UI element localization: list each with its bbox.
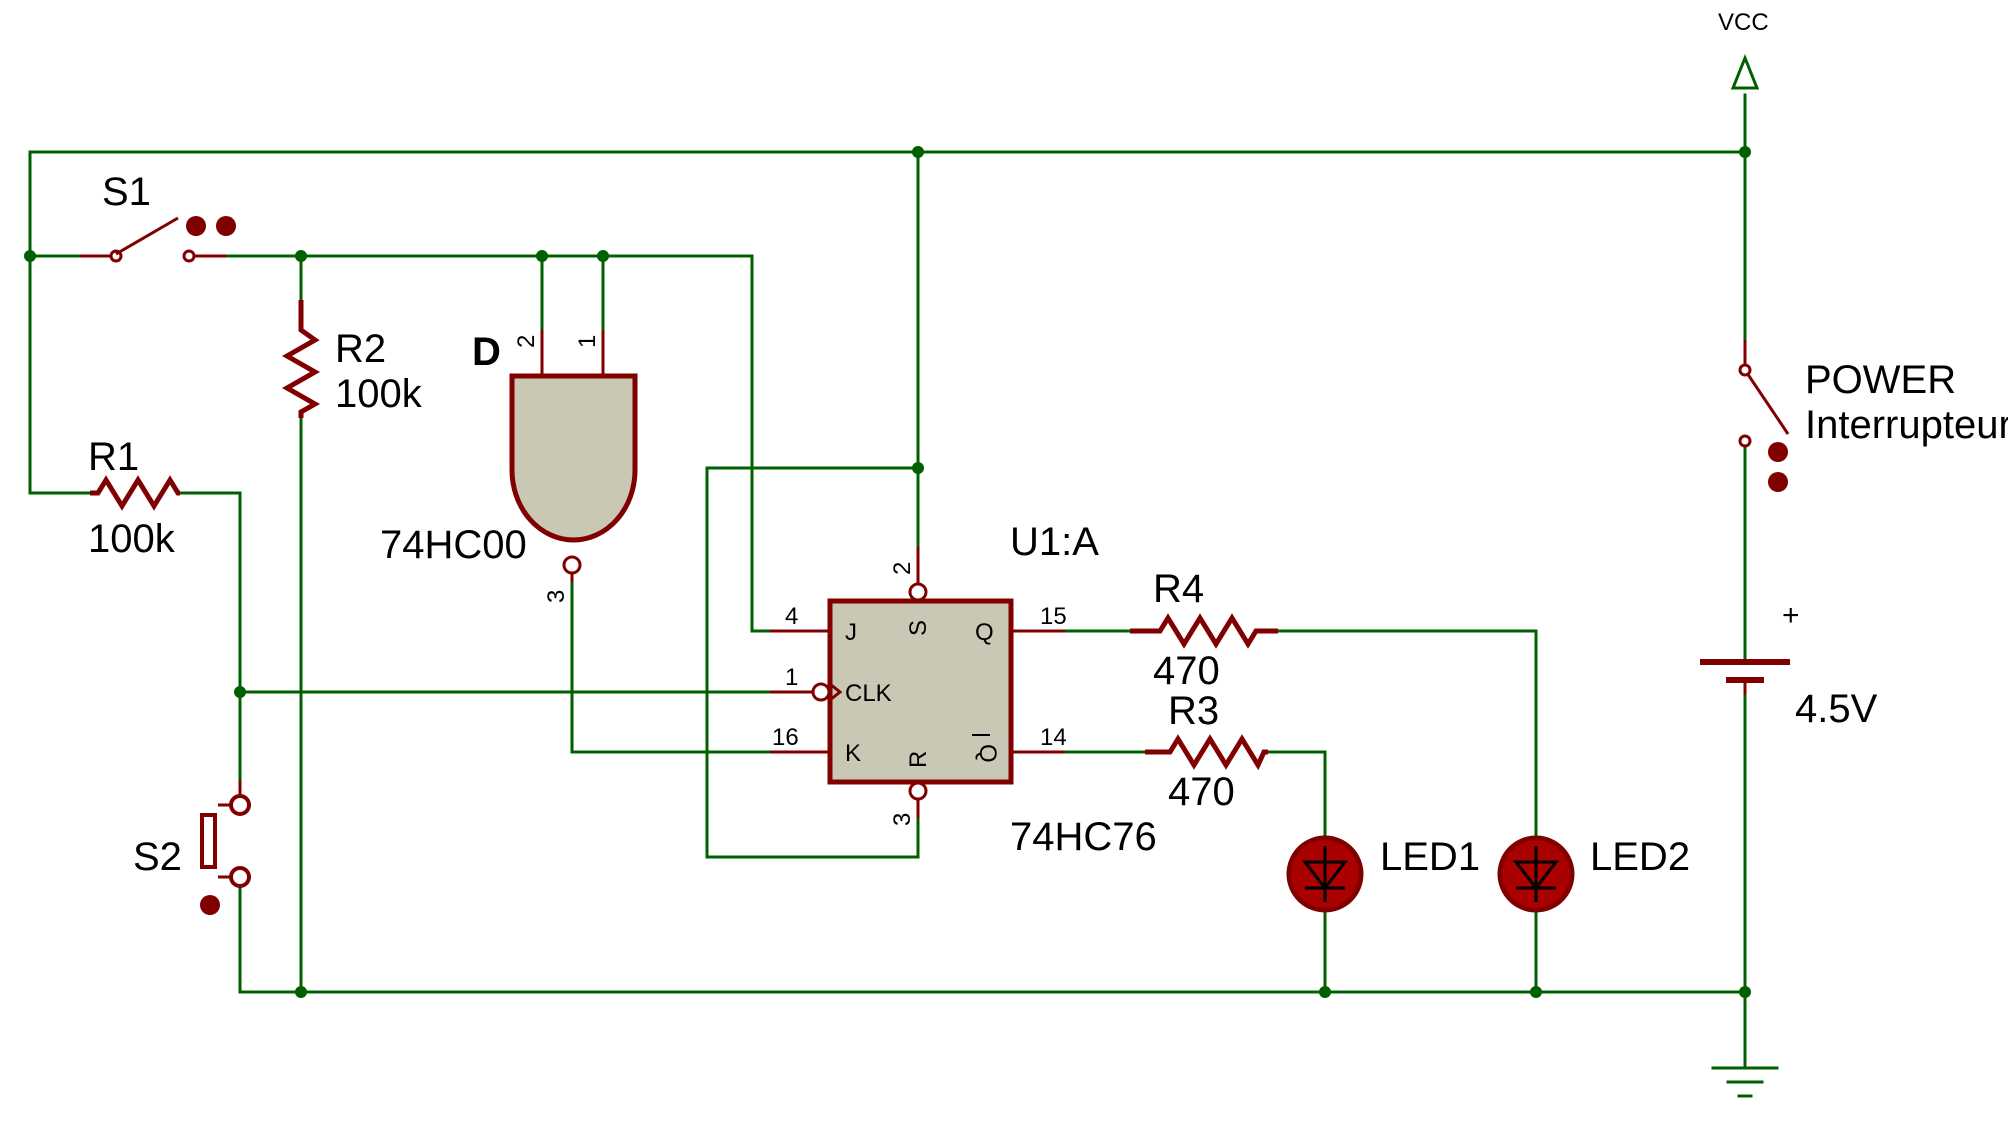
- resistor-r3: R3 470: [1145, 689, 1268, 814]
- battery-value: 4.5V: [1795, 687, 1878, 731]
- actuator-button-icon: [200, 895, 220, 915]
- power-label: POWER: [1805, 358, 1956, 402]
- switch-contact-icon: [182, 249, 196, 263]
- wire-left-rail: [28, 150, 92, 495]
- switch-lever-icon: [115, 216, 179, 256]
- ff-pin-r: R: [905, 751, 932, 768]
- resistor-r4: R4 470: [1130, 567, 1278, 693]
- ground-symbol: [1711, 1066, 1779, 1098]
- clk-triangle-icon: [829, 682, 843, 702]
- gate-pin-2: 2: [513, 335, 540, 348]
- resistor-zigzag-icon: [90, 475, 181, 511]
- resistor-zigzag-icon: [281, 300, 321, 418]
- ff-pinnum-r: 3: [889, 813, 916, 826]
- junctions: [24, 146, 1751, 998]
- junction-dot: [912, 462, 924, 474]
- wire-r1-to-s2: [178, 491, 242, 782]
- actuator-button-icon: [1768, 442, 1788, 462]
- vcc-terminal: VCC: [1718, 9, 1769, 90]
- vcc-arrow-icon: [1730, 53, 1760, 90]
- switch-contact-icon: [1738, 363, 1752, 377]
- power-sublabel: Interrupteur: [1805, 403, 2008, 447]
- wire-r3-to-led1: [1266, 750, 1327, 838]
- junction-dot: [536, 250, 548, 262]
- ff-pin-k: K: [845, 740, 861, 767]
- ff-part: 74HC76: [1010, 815, 1157, 859]
- switch-s1: S1: [80, 170, 236, 263]
- gate-pin-3: 3: [543, 590, 570, 603]
- jk-flipflop: J CLK K S R Q Q 4 1 16 2 3 15 14 U1:A 74…: [770, 520, 1157, 859]
- led2: LED2: [1497, 835, 1690, 913]
- switch-contact-icon: [1738, 434, 1752, 448]
- junction-dot: [1739, 986, 1751, 998]
- ff-pin-clk: CLK: [845, 680, 892, 707]
- ff-pin-qbar: Q: [974, 744, 1001, 763]
- nand-gate: 2 1 3 D 74HC00: [380, 330, 638, 603]
- junction-dot: [1530, 986, 1542, 998]
- r1-value: 100k: [88, 517, 176, 561]
- resistor-zigzag-icon: [1145, 734, 1268, 771]
- set-inversion-bubble-icon: [908, 582, 928, 602]
- junction-dot: [1319, 986, 1331, 998]
- clk-inversion-bubble-icon: [811, 682, 831, 702]
- battery: + 4.5V: [1700, 599, 1878, 731]
- r3-value: 470: [1168, 770, 1235, 814]
- junction-dot: [234, 686, 246, 698]
- vcc-label: VCC: [1718, 9, 1769, 36]
- s2-label: S2: [133, 835, 182, 879]
- r2-name: R2: [335, 327, 386, 371]
- r4-value: 470: [1153, 649, 1220, 693]
- r1-name: R1: [88, 435, 139, 479]
- resistor-r2: R2 100k: [281, 300, 423, 418]
- wire-gate-out-to-k: [570, 578, 832, 754]
- battery-plus: +: [1782, 599, 1800, 632]
- resistor-zigzag-icon: [1130, 613, 1278, 649]
- inversion-bubble-icon: [562, 555, 582, 575]
- ff-pinnum-k: 16: [772, 724, 799, 751]
- actuator-button-icon: [216, 216, 236, 236]
- pushbutton-plunger-icon: [200, 813, 217, 869]
- power-switch: POWER Interrupteur: [1738, 340, 2008, 492]
- ff-pinnum-clk: 1: [785, 664, 798, 691]
- junction-dot: [24, 250, 36, 262]
- ff-pin-j: J: [845, 619, 857, 646]
- r4-name: R4: [1153, 567, 1204, 611]
- led1: LED1: [1286, 835, 1480, 913]
- r2-value: 100k: [335, 372, 423, 416]
- junction-dot: [597, 250, 609, 262]
- ff-pinnum-j: 4: [785, 603, 798, 630]
- junction-dot: [295, 986, 307, 998]
- wires: [28, 93, 1747, 1070]
- ff-pinnum-q: 15: [1040, 603, 1067, 630]
- ff-pin-s: S: [905, 620, 932, 636]
- led1-label: LED1: [1380, 835, 1480, 879]
- gate-name: D: [472, 330, 501, 374]
- switch-lever-icon: [1745, 372, 1790, 435]
- ff-pinnum-qbar: 14: [1040, 724, 1067, 751]
- ff-pin-q: Q: [975, 619, 994, 646]
- led2-label: LED2: [1590, 835, 1690, 879]
- resistor-r1: R1 100k: [88, 435, 181, 561]
- reset-inversion-bubble-icon: [908, 781, 928, 801]
- r3-name: R3: [1168, 689, 1219, 733]
- pushbutton-s2: S2: [133, 780, 251, 915]
- s1-label: S1: [102, 170, 151, 214]
- nand-gate-body: [509, 373, 638, 543]
- ff-name: U1:A: [1010, 520, 1099, 564]
- flipflop-body: [827, 598, 1014, 785]
- wire-reset-loop: [705, 466, 920, 859]
- actuator-button-icon: [1768, 472, 1788, 492]
- switch-contact-icon: [229, 794, 251, 816]
- wire-r4-to-led2: [1276, 629, 1538, 838]
- actuator-button-icon: [186, 216, 206, 236]
- switch-contact-icon: [229, 866, 251, 888]
- gate-pin-1: 1: [574, 335, 601, 348]
- junction-dot: [295, 250, 307, 262]
- junction-dot: [1739, 146, 1751, 158]
- ff-pinnum-s: 2: [889, 562, 916, 575]
- gate-part: 74HC00: [380, 523, 527, 567]
- junction-dot: [912, 146, 924, 158]
